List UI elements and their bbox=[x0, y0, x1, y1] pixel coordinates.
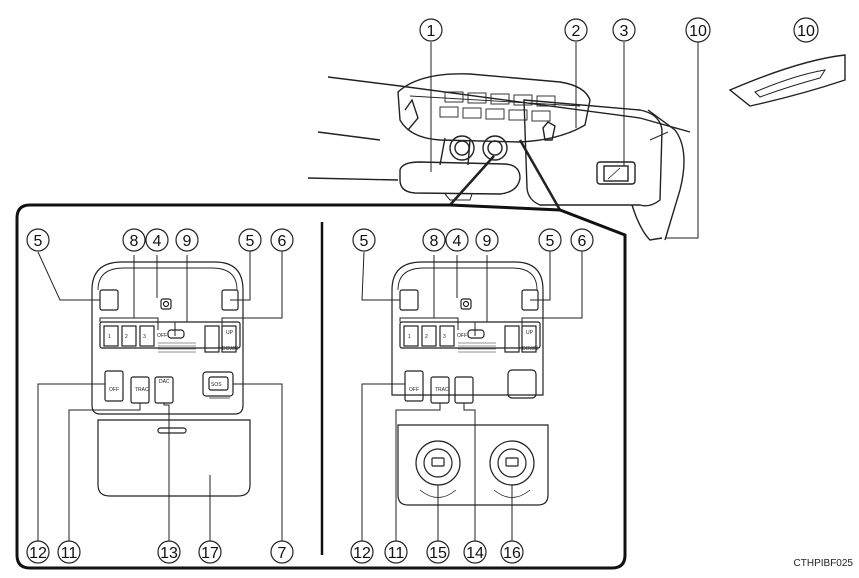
svg-text:15: 15 bbox=[429, 545, 447, 562]
headliner-illustration bbox=[307, 54, 846, 241]
svg-text:2: 2 bbox=[125, 334, 128, 340]
callout-14-right: 14 bbox=[463, 540, 487, 564]
callout-3: 3 bbox=[612, 18, 636, 42]
callout-17-left: 17 bbox=[198, 540, 222, 564]
svg-text:11: 11 bbox=[388, 545, 405, 562]
callout-10-grip: 10 bbox=[793, 17, 819, 43]
svg-text:UP: UP bbox=[526, 330, 534, 336]
svg-text:13: 13 bbox=[160, 545, 178, 562]
svg-text:16: 16 bbox=[503, 545, 521, 562]
callout-11-right: 11 bbox=[384, 540, 408, 564]
svg-text:5: 5 bbox=[246, 233, 255, 250]
svg-text:5: 5 bbox=[360, 233, 369, 250]
svg-text:10: 10 bbox=[797, 23, 815, 40]
figure-code: CTHPIBF025 bbox=[793, 558, 853, 569]
callout-1: 1 bbox=[419, 18, 443, 42]
svg-text:7: 7 bbox=[278, 545, 287, 562]
svg-text:OFF: OFF bbox=[157, 333, 167, 339]
svg-text:4: 4 bbox=[153, 233, 162, 250]
callout-7-left: 7 bbox=[270, 540, 294, 564]
svg-text:10: 10 bbox=[689, 23, 707, 40]
callout-11-left: 11 bbox=[57, 540, 81, 564]
callout-9-right: 9 bbox=[475, 228, 499, 252]
callout-4-right: 4 bbox=[445, 228, 469, 252]
svg-text:8: 8 bbox=[130, 233, 139, 250]
svg-text:3: 3 bbox=[443, 334, 446, 340]
svg-text:2: 2 bbox=[572, 23, 581, 40]
svg-text:6: 6 bbox=[578, 233, 587, 250]
svg-text:TRAC: TRAC bbox=[435, 387, 449, 393]
svg-text:3: 3 bbox=[620, 23, 629, 40]
svg-text:3: 3 bbox=[143, 334, 146, 340]
svg-text:12: 12 bbox=[353, 545, 371, 562]
svg-text:4: 4 bbox=[453, 233, 462, 250]
callout-5-left-b: 5 bbox=[238, 228, 262, 252]
callout-5-left-a: 5 bbox=[26, 228, 50, 252]
svg-text:6: 6 bbox=[278, 233, 287, 250]
svg-text:5: 5 bbox=[546, 233, 555, 250]
svg-text:DOWN: DOWN bbox=[522, 346, 538, 352]
svg-text:OFF: OFF bbox=[109, 387, 119, 393]
callout-15-right: 15 bbox=[426, 540, 450, 564]
console-right-text: 1 2 3 OFF UP DOWN OFF TRAC bbox=[408, 330, 538, 393]
svg-text:17: 17 bbox=[201, 545, 219, 562]
callout-6-right: 6 bbox=[570, 228, 594, 252]
callout-10-visor: 10 bbox=[685, 17, 711, 43]
svg-text:9: 9 bbox=[183, 233, 192, 250]
svg-text:11: 11 bbox=[61, 545, 78, 562]
svg-text:UP: UP bbox=[226, 330, 234, 336]
callout-16-right: 16 bbox=[500, 540, 524, 564]
svg-text:OFF: OFF bbox=[457, 333, 467, 339]
svg-text:1: 1 bbox=[427, 23, 436, 40]
svg-text:DOWN: DOWN bbox=[222, 346, 238, 352]
callout-8-left: 8 bbox=[122, 228, 146, 252]
callout-13-left: 13 bbox=[157, 540, 181, 564]
svg-text:DAC: DAC bbox=[159, 379, 170, 385]
callout-8-right: 8 bbox=[422, 228, 446, 252]
callout-12-right: 12 bbox=[350, 540, 374, 564]
svg-text:2: 2 bbox=[425, 334, 428, 340]
svg-text:8: 8 bbox=[430, 233, 439, 250]
console-left-text: 1 2 3 OFF UP DOWN OFF TRAC DAC SOS bbox=[108, 330, 238, 393]
callout-12-left: 12 bbox=[26, 540, 50, 564]
callout-2: 2 bbox=[564, 18, 588, 42]
callout-9-left: 9 bbox=[175, 228, 199, 252]
callout-6-left: 6 bbox=[270, 228, 294, 252]
svg-text:5: 5 bbox=[34, 233, 43, 250]
svg-text:TRAC: TRAC bbox=[135, 387, 149, 393]
svg-text:1: 1 bbox=[108, 334, 111, 340]
svg-text:SOS: SOS bbox=[211, 382, 222, 388]
svg-text:1: 1 bbox=[408, 334, 411, 340]
svg-text:OFF: OFF bbox=[409, 387, 419, 393]
svg-text:9: 9 bbox=[483, 233, 492, 250]
callout-5-right-b: 5 bbox=[538, 228, 562, 252]
svg-text:14: 14 bbox=[466, 545, 484, 562]
callout-4-left: 4 bbox=[145, 228, 169, 252]
callout-5-right-a: 5 bbox=[352, 228, 376, 252]
svg-text:12: 12 bbox=[29, 545, 47, 562]
